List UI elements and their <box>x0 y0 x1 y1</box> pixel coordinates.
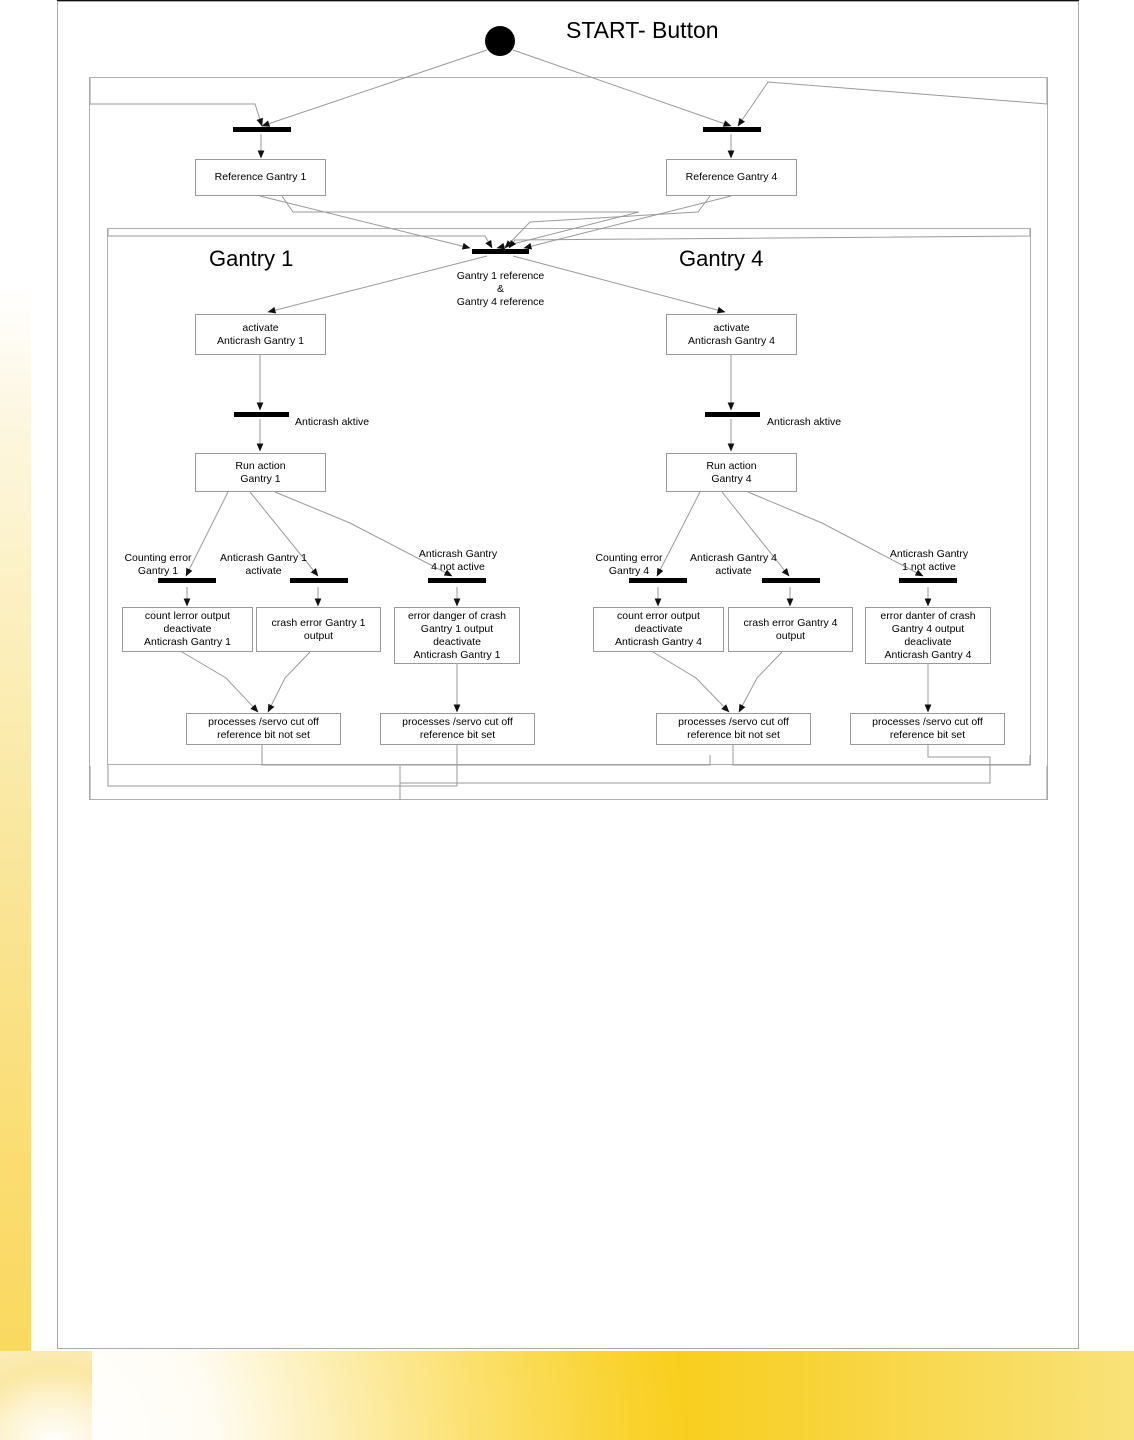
guard-bar-anticrash-active-1 <box>234 412 289 417</box>
node-cutoff-gantry-4-reference-bit-set[interactable]: processes /servo cut off reference bit s… <box>850 713 1005 745</box>
edge-label-anticrash-activate-4: Anticrash Gantry 4 activate <box>690 552 777 577</box>
join-bar-references <box>472 249 529 254</box>
node-activate-anticrash-gantry-1[interactable]: activate Anticrash Gantry 1 <box>195 314 326 355</box>
node-count-error-output-gantry-4[interactable]: count error output deactivate Anticrash … <box>593 607 724 652</box>
edge-label-anticrash-activate-1: Anticrash Gantry 1 activate <box>220 552 307 577</box>
decorative-bottom-gradient-band <box>0 1351 1134 1440</box>
guard-bar-anticrash-activate-4 <box>762 578 820 583</box>
node-run-action-gantry-1[interactable]: Run action Gantry 1 <box>195 453 326 492</box>
fork-bar-gantry-4 <box>703 127 761 132</box>
node-crash-error-gantry-1[interactable]: crash error Gantry 1 output <box>256 607 381 652</box>
swimlane-title-gantry-4: Gantry 4 <box>679 246 764 271</box>
fork-bar-gantry-1 <box>233 127 291 132</box>
edge-label-anticrash-1-not-active: Anticrash Gantry 1 not active <box>889 548 969 573</box>
edge-label-anticrash-4-not-active: Anticrash Gantry 4 not active <box>418 548 498 573</box>
guard-bar-anticrash-activate-1 <box>290 578 348 583</box>
edge-label-anticrash-active-4: Anticrash aktive <box>767 416 842 428</box>
node-error-danger-of-crash-gantry-1[interactable]: error danger of crash Gantry 1 output de… <box>394 607 520 664</box>
guard-bar-anticrash-active-4 <box>705 412 760 417</box>
page-title: START- Button <box>566 17 719 43</box>
edge-label-counting-error-4: Counting error Gantry 4 <box>595 552 663 577</box>
edge-label-counting-error-1: Counting error Gantry 1 <box>124 552 192 577</box>
node-error-danter-of-crash-gantry-4[interactable]: error danter of crash Gantry 4 output de… <box>865 607 991 664</box>
node-reference-gantry-1[interactable]: Reference Gantry 1 <box>195 159 326 196</box>
edge-label-anticrash-active-1: Anticrash aktive <box>295 416 370 428</box>
gantry-swimlane-frame <box>107 228 1031 765</box>
node-reference-gantry-4[interactable]: Reference Gantry 4 <box>666 159 797 196</box>
swimlane-title-gantry-1: Gantry 1 <box>209 246 294 271</box>
node-crash-error-gantry-4[interactable]: crash error Gantry 4 output <box>728 607 853 652</box>
node-activate-anticrash-gantry-4[interactable]: activate Anticrash Gantry 4 <box>666 314 797 355</box>
node-cutoff-gantry-1-reference-bit-not-set[interactable]: processes /servo cut off reference bit n… <box>186 713 341 745</box>
node-cutoff-gantry-4-reference-bit-not-set[interactable]: processes /servo cut off reference bit n… <box>656 713 811 745</box>
node-run-action-gantry-4[interactable]: Run action Gantry 4 <box>666 453 797 492</box>
edge-label-join-reference: Gantry 1 reference & Gantry 4 reference <box>456 270 545 308</box>
guard-bar-anticrash-1-not-active <box>899 578 957 583</box>
node-cutoff-gantry-1-reference-bit-set[interactable]: processes /servo cut off reference bit s… <box>380 713 535 745</box>
decorative-left-gradient-band <box>0 285 31 1351</box>
decorative-bottom-left-glow <box>0 1351 92 1440</box>
guard-bar-counting-error-1 <box>158 578 216 583</box>
start-node-filled-circle <box>485 26 515 56</box>
node-count-error-output-gantry-1[interactable]: count lerror output deactivate Anticrash… <box>122 607 253 652</box>
page-border-frame <box>57 1 1079 1349</box>
guard-bar-counting-error-4 <box>629 578 687 583</box>
guard-bar-anticrash-4-not-active <box>428 578 486 583</box>
